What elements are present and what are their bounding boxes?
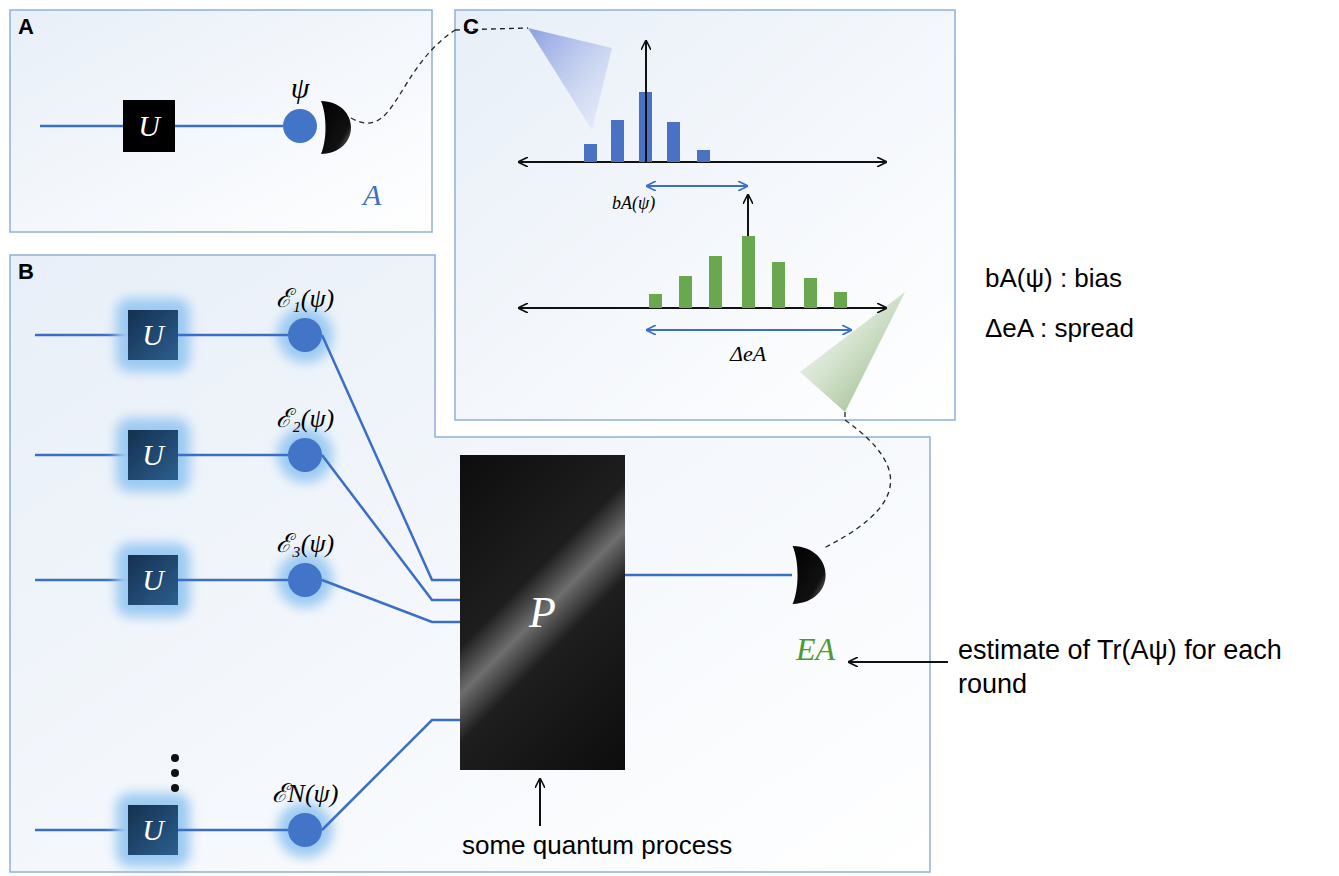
quantum-wire <box>178 334 288 337</box>
mean-arrow <box>645 42 647 162</box>
input-wires <box>35 126 128 830</box>
node-label: EA <box>796 633 835 665</box>
panel-letter: C <box>463 14 479 40</box>
panel: AUψA <box>10 10 432 232</box>
node-label: ℰ₃(ψ) <box>276 531 335 557</box>
projection-cone <box>800 292 905 412</box>
state-circle: ψ <box>283 109 317 143</box>
node-label: ℰN(ψ) <box>272 781 339 807</box>
detector: EA <box>786 545 830 605</box>
panel: C <box>455 10 955 420</box>
unitary-box: U <box>128 310 178 360</box>
annotation: ΔeA <box>730 340 766 368</box>
detector-shape <box>786 545 830 605</box>
dashed-link <box>351 30 455 123</box>
node-label: U <box>138 109 160 143</box>
pointer-arrow <box>539 780 541 826</box>
unitary-box: U <box>128 555 178 605</box>
node-label: ψ <box>291 73 310 103</box>
annotation: some quantum process <box>462 829 732 862</box>
quantum-wire <box>322 580 460 622</box>
node-label: P <box>529 587 556 638</box>
annotation: bA(ψ) <box>612 192 655 215</box>
node-label: ℰ₁(ψ) <box>276 286 335 312</box>
pointer-arrow <box>850 661 948 663</box>
detector-shape <box>315 100 355 155</box>
panel-letter: A <box>18 14 34 40</box>
dashed-link <box>822 420 891 549</box>
ellipsis-dots <box>171 754 179 792</box>
quantum-wire <box>625 574 792 577</box>
histogram-bars <box>649 236 847 308</box>
quantum-wire <box>322 335 460 580</box>
quantum-wire <box>178 579 288 582</box>
unitary-box: U <box>123 100 175 152</box>
node-label: U <box>142 813 164 847</box>
spread-arrow <box>648 329 850 331</box>
process-box: P <box>460 455 625 770</box>
quantum-wire <box>322 455 460 600</box>
node-label: A <box>363 180 381 210</box>
node-label: U <box>142 438 164 472</box>
quantum-wire <box>178 454 288 457</box>
state-circle: ℰ₁(ψ) <box>288 318 322 352</box>
unitary-box: U <box>128 430 178 480</box>
annotation: bA(ψ) : bias <box>985 262 1122 295</box>
node-label: U <box>142 318 164 352</box>
unitary-box: U <box>128 805 178 855</box>
panel-ground <box>455 10 955 420</box>
state-circle: ℰ₂(ψ) <box>288 438 322 472</box>
quantum-wire <box>175 125 283 128</box>
annotation: estimate of Tr(Aψ) for each round <box>958 634 1330 702</box>
mean-arrow <box>747 196 749 236</box>
quantum-wire <box>322 720 460 830</box>
quantum-wire <box>178 829 288 832</box>
state-circle: ℰ₃(ψ) <box>288 563 322 597</box>
detector: A <box>315 100 355 155</box>
node-label: U <box>142 563 164 597</box>
axis <box>520 307 885 309</box>
panel-ground <box>10 10 432 232</box>
projection-cone <box>528 28 612 130</box>
bias-arrow <box>648 185 746 187</box>
panel: B U ℰ₁(ψ) U ℰ₂(ψ) U ℰ₃(ψ) U ℰN(ψ) P EA <box>10 255 930 872</box>
state-circle: ℰN(ψ) <box>288 813 322 847</box>
annotation: ΔeA : spread <box>985 312 1134 345</box>
dashed-link <box>844 412 845 420</box>
panel-letter: B <box>18 259 34 285</box>
node-label: ℰ₂(ψ) <box>276 406 335 432</box>
